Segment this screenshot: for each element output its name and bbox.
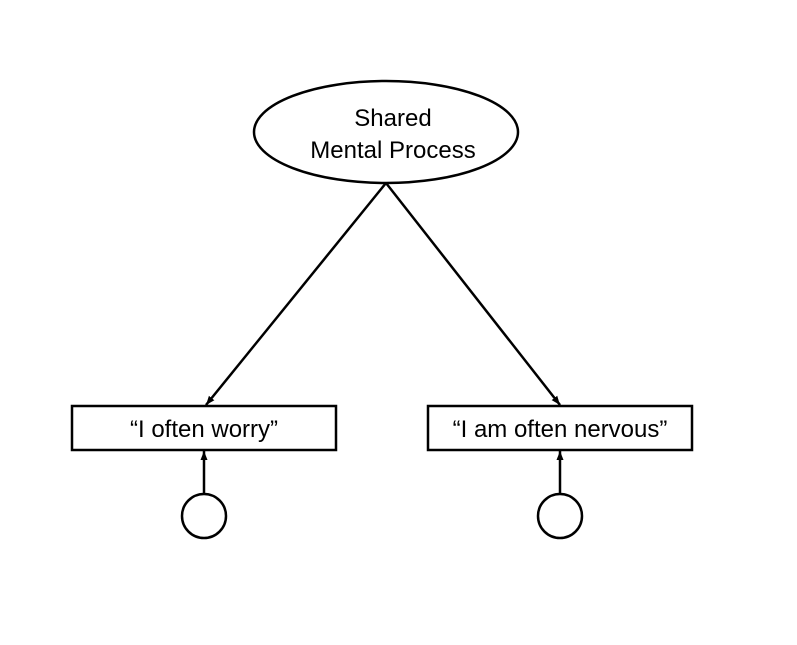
indicator-box-nervous: [426, 404, 694, 452]
latent-label-line2: Mental Process: [310, 137, 475, 164]
indicator-label-nervous: “I am often nervous”: [453, 416, 668, 443]
indicator-label-worry: “I often worry”: [130, 416, 278, 443]
latent-label-line1: Shared: [354, 105, 431, 132]
indicator-box-worry: [70, 404, 338, 452]
error-circle-right: [536, 492, 584, 540]
error-circle-left: [180, 492, 228, 540]
indicator-nervous: “I am often nervous”: [426, 404, 694, 452]
latent-ellipse: [252, 79, 520, 185]
latent-node: Shared Mental Process: [252, 79, 520, 185]
indicator-worry: “I often worry”: [70, 404, 338, 452]
path-arrow-right: [385, 182, 561, 406]
path-arrow-left: [205, 182, 387, 406]
